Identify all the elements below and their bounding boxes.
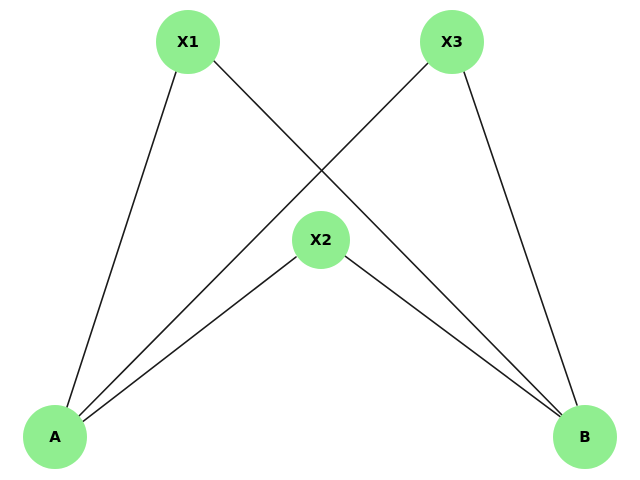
edges-layer: [66, 60, 578, 424]
graph-edge-x2-b: [344, 255, 563, 419]
node-circle-x2[interactable]: [292, 211, 350, 269]
node-label-a: A: [49, 428, 61, 446]
node-label-x1: X1: [177, 33, 199, 51]
graph-node-x3[interactable]: X3: [420, 10, 484, 74]
graph-edge-x2-a: [80, 256, 297, 424]
node-circle-b[interactable]: [553, 405, 617, 469]
graph-edge-x3-b: [463, 71, 578, 406]
graph-edge-x1-a: [66, 71, 177, 408]
graph-edge-x3-a: [78, 62, 429, 417]
graph-edge-x1-b: [213, 60, 563, 416]
graph-node-x2[interactable]: X2: [292, 211, 350, 269]
graph-node-b[interactable]: B: [553, 405, 617, 469]
node-circle-x3[interactable]: [420, 10, 484, 74]
graph-node-x1[interactable]: X1: [156, 10, 220, 74]
node-circle-a[interactable]: [23, 405, 87, 469]
node-circle-x1[interactable]: [156, 10, 220, 74]
node-label-x2: X2: [310, 231, 332, 249]
node-label-x3: X3: [441, 33, 463, 51]
graph-node-a[interactable]: A: [23, 405, 87, 469]
node-label-b: B: [579, 428, 590, 446]
